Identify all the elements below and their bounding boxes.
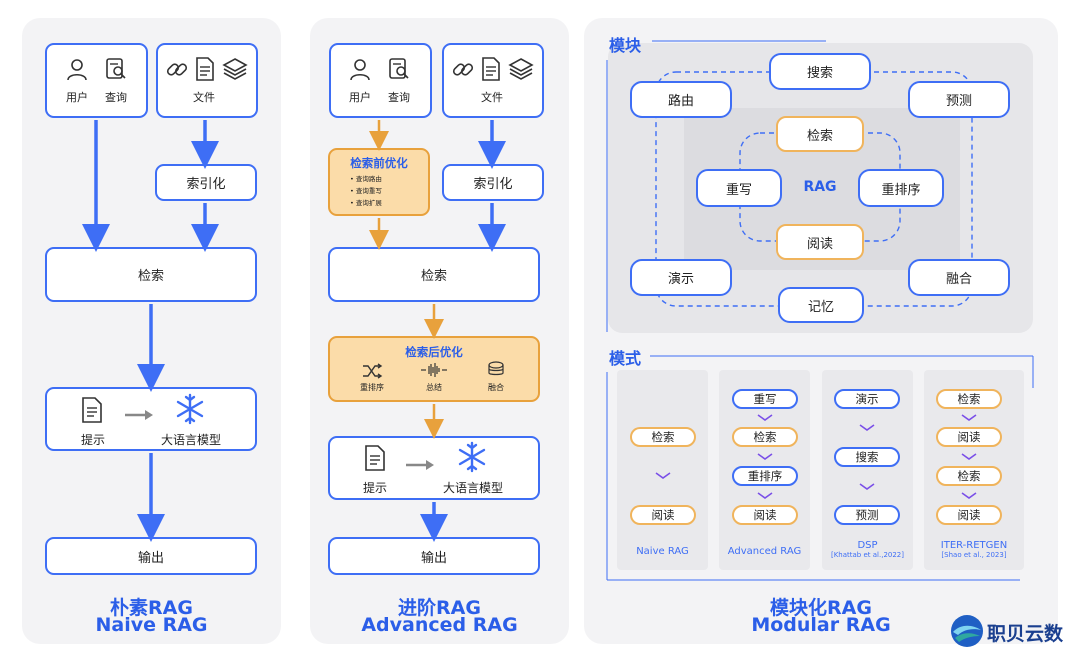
- module-rag: RAG: [803, 179, 837, 195]
- pattern-iter-step-1: 检索: [936, 389, 1002, 409]
- pre-item-3: • 查询扩展: [350, 199, 382, 207]
- generate-box: [45, 387, 257, 451]
- user-query-box: [45, 43, 148, 118]
- output-box: 输出: [45, 537, 257, 575]
- llm-label: 大语言模型: [160, 433, 221, 447]
- modular-title-en: Modular RAG: [751, 614, 891, 636]
- retrieve-box: 检索: [45, 247, 257, 302]
- post-retrieval-title: 检索后优化: [405, 345, 463, 359]
- pattern-iter-step-4: 阅读: [936, 505, 1002, 525]
- pattern-dsp-ref: [Khattab et al.,2022]: [830, 551, 904, 559]
- adv-generate-box: [328, 436, 540, 500]
- pattern-iter-ref: [Shao et al., 2023]: [941, 551, 1007, 559]
- prompt-label: 提示: [80, 433, 105, 447]
- patterns-title: 模式: [609, 349, 642, 368]
- pattern-iter-label: ITER-RETGEN: [940, 540, 1008, 551]
- modular-title-cn: 模块化RAG: [770, 597, 872, 619]
- module-memory: 记忆: [778, 287, 864, 323]
- pre-item-1: • 查询路由: [350, 175, 382, 183]
- advanced-title-en: Advanced RAG: [361, 614, 518, 636]
- advanced-title-cn: 进阶RAG: [398, 597, 481, 619]
- module-rerank: 重排序: [858, 169, 944, 207]
- module-demo: 演示: [630, 259, 732, 296]
- adv-retrieve-box: 检索: [328, 247, 540, 302]
- adv-index-box: 索引化: [442, 164, 544, 201]
- adv-file-box: [442, 43, 544, 118]
- naive-title-cn: 朴素RAG: [110, 597, 193, 619]
- module-retrieve: 检索: [776, 116, 864, 152]
- pattern-dsp-step-3: 预测: [834, 505, 900, 525]
- module-predict: 预测: [908, 81, 1010, 118]
- pattern-adv-step-3: 重排序: [732, 466, 798, 486]
- adv-user-query-box: [329, 43, 432, 118]
- module-rewrite: 重写: [696, 169, 782, 207]
- prompt-label: 提示: [362, 481, 387, 495]
- user-label: 用户: [66, 91, 88, 104]
- adv-output-box: 输出: [328, 537, 540, 575]
- pattern-adv-step-1: 重写: [732, 389, 798, 409]
- fusion-label: 融合: [488, 383, 504, 392]
- file-label: 文件: [481, 91, 503, 104]
- pattern-dsp-label: DSP: [857, 540, 878, 551]
- post-retrieval-box: [328, 336, 540, 402]
- pattern-iter-step-3: 检索: [936, 466, 1002, 486]
- module-fuse: 融合: [908, 259, 1010, 296]
- pattern-adv-step-4: 阅读: [732, 505, 798, 525]
- pre-retrieval-box: [328, 148, 430, 216]
- module-search: 搜索: [769, 53, 871, 90]
- brand-logo-text: 职贝云数: [987, 623, 1064, 645]
- query-label: 查询: [388, 91, 410, 104]
- pattern-iter-step-2: 阅读: [936, 427, 1002, 447]
- query-label: 查询: [105, 91, 127, 104]
- llm-label: 大语言模型: [442, 481, 503, 495]
- module-read: 阅读: [776, 224, 864, 260]
- file-box: [156, 43, 258, 118]
- naive-title-en: Naive RAG: [95, 614, 208, 636]
- pattern-adv-step-2: 检索: [732, 427, 798, 447]
- modules-title: 模块: [609, 36, 642, 55]
- pattern-naive-step-2: 阅读: [630, 505, 696, 525]
- rerank-label: 重排序: [360, 383, 384, 392]
- pattern-naive-step-1: 检索: [630, 427, 696, 447]
- pattern-dsp-step-1: 演示: [834, 389, 900, 409]
- user-label: 用户: [349, 91, 371, 104]
- pre-retrieval-title: 检索前优化: [350, 156, 408, 170]
- pattern-advanced-label: Advanced RAG: [727, 546, 802, 557]
- pre-item-2: • 查询重写: [350, 187, 382, 195]
- file-label: 文件: [193, 91, 215, 104]
- pattern-col-naive: [617, 370, 708, 570]
- pattern-dsp-step-2: 搜索: [834, 447, 900, 467]
- module-route: 路由: [630, 81, 732, 118]
- pattern-naive-label: Naive RAG: [636, 546, 689, 557]
- summary-label: 总结: [426, 383, 442, 392]
